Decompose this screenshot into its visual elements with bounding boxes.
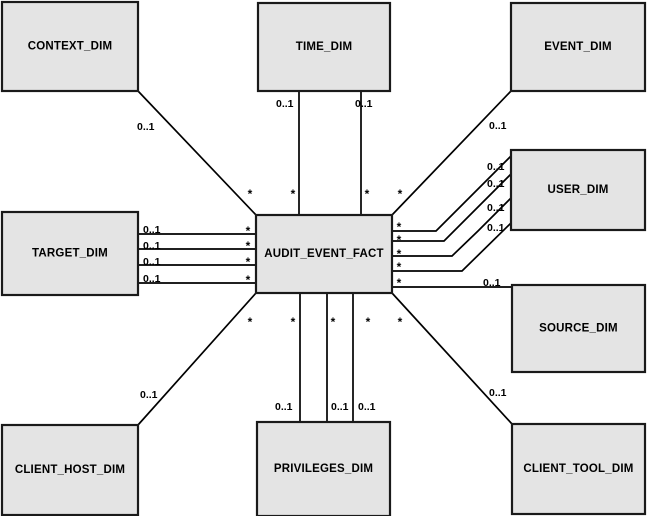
- multiplicity-m-target2-star: *: [246, 239, 251, 253]
- entity-label-client_tool_dim: CLIENT_TOOL_DIM: [523, 463, 633, 475]
- entity-box-event_dim[interactable]: [509, 1, 647, 93]
- multiplicity-m-priv3-star: *: [366, 315, 371, 329]
- multiplicity-m-target2-0: 0..1: [143, 240, 161, 252]
- multiplicity-m-priv3-0: 0..1: [358, 401, 376, 413]
- entity-label-client_host_dim: CLIENT_HOST_DIM: [15, 464, 125, 476]
- entity-client_host_dim[interactable]: CLIENT_HOST_DIM: [0, 423, 140, 516]
- relationship-user_dim-to-audit_event_fact[interactable]: [391, 221, 513, 272]
- entity-box-audit_event_fact[interactable]: [254, 213, 394, 295]
- relationship-user_dim-to-audit_event_fact[interactable]: [391, 172, 513, 242]
- multiplicity-m-target3-star: *: [246, 255, 251, 269]
- entity-source_dim[interactable]: SOURCE_DIM: [510, 283, 647, 374]
- multiplicity-m-time1-0: 0..1: [276, 98, 294, 110]
- multiplicity-m-user4-0: 0..1: [487, 222, 505, 234]
- entity-label-target_dim: TARGET_DIM: [32, 248, 108, 260]
- multiplicity-m-priv2-0: 0..1: [331, 401, 349, 413]
- multiplicity-m-time2-star: *: [365, 187, 370, 201]
- multiplicity-m-user2-0: 0..1: [487, 178, 505, 190]
- entity-label-privileges_dim: PRIVILEGES_DIM: [274, 463, 373, 475]
- relationship-user_dim-to-audit_event_fact[interactable]: [391, 196, 513, 257]
- entity-box-client_tool_dim[interactable]: [510, 422, 647, 516]
- multiplicity-m-context-0: 0..1: [137, 121, 155, 133]
- multiplicity-m-user3-star: *: [397, 247, 402, 261]
- multiplicity-m-event-star: *: [398, 187, 403, 201]
- relationship-event_dim-to-audit_event_fact[interactable]: [390, 89, 513, 217]
- multiplicity-m-context-star: *: [248, 187, 253, 201]
- entity-label-audit_event_fact: AUDIT_EVENT_FACT: [264, 248, 384, 260]
- entity-label-event_dim: EVENT_DIM: [544, 41, 612, 53]
- entity-label-time_dim: TIME_DIM: [296, 41, 353, 53]
- multiplicity-m-target1-star: *: [246, 224, 251, 238]
- entity-box-context_dim[interactable]: [0, 0, 140, 93]
- entity-user_dim[interactable]: USER_DIM: [509, 148, 647, 232]
- multiplicity-m-chost-0: 0..1: [140, 389, 158, 401]
- multiplicity-m-user1-0: 0..1: [487, 161, 505, 173]
- entity-target_dim[interactable]: TARGET_DIM: [0, 210, 140, 297]
- relationship-client_host_dim-to-audit_event_fact[interactable]: [136, 291, 258, 427]
- entity-client_tool_dim[interactable]: CLIENT_TOOL_DIM: [510, 422, 647, 516]
- entity-privileges_dim[interactable]: PRIVILEGES_DIM: [255, 420, 392, 516]
- multiplicity-layer: 0..1 * 0..1 * 0..1 * 0..1 * 0..1 * 0..1 * 0..1 * 0..1 *…: [137, 98, 507, 413]
- multiplicity-m-user2-star: *: [397, 233, 402, 247]
- multiplicity-m-user3-0: 0..1: [487, 202, 505, 214]
- entity-event_dim[interactable]: EVENT_DIM: [509, 1, 647, 93]
- entity-box-target_dim[interactable]: [0, 210, 140, 297]
- relationship-client_tool_dim-to-audit_event_fact[interactable]: [390, 291, 514, 426]
- relationship-context_dim-to-audit_event_fact[interactable]: [136, 89, 258, 217]
- entity-label-user_dim: USER_DIM: [547, 184, 608, 196]
- multiplicity-m-user1-star: *: [397, 220, 402, 234]
- multiplicity-m-target4-star: *: [246, 273, 251, 287]
- multiplicity-m-target3-0: 0..1: [143, 256, 161, 268]
- entity-box-time_dim[interactable]: [256, 1, 392, 93]
- multiplicity-m-source-0: 0..1: [483, 277, 501, 289]
- multiplicity-m-priv1-0: 0..1: [275, 401, 293, 413]
- multiplicity-m-chost-star: *: [248, 315, 253, 329]
- entity-box-source_dim[interactable]: [510, 283, 647, 374]
- entity-context_dim[interactable]: CONTEXT_DIM: [0, 0, 140, 93]
- multiplicity-m-user4-star: *: [397, 260, 402, 274]
- multiplicity-m-ctool-0: 0..1: [489, 387, 507, 399]
- multiplicity-m-event-0: 0..1: [489, 120, 507, 132]
- multiplicity-m-time1-star: *: [291, 187, 296, 201]
- multiplicity-m-priv1-star: *: [291, 315, 296, 329]
- relationship-layer: [136, 89, 514, 427]
- multiplicity-m-target1-0: 0..1: [143, 224, 161, 236]
- entity-box-client_host_dim[interactable]: [0, 423, 140, 516]
- entity-label-context_dim: CONTEXT_DIM: [28, 41, 113, 53]
- entity-box-privileges_dim[interactable]: [255, 420, 392, 516]
- multiplicity-m-ctool-star: *: [398, 315, 403, 329]
- entity-time_dim[interactable]: TIME_DIM: [256, 1, 392, 93]
- relationship-user_dim-to-audit_event_fact[interactable]: [391, 154, 513, 232]
- entity-box-user_dim[interactable]: [509, 148, 647, 232]
- multiplicity-m-source-star: *: [397, 276, 402, 290]
- entity-label-source_dim: SOURCE_DIM: [539, 323, 618, 335]
- multiplicity-m-target4-0: 0..1: [143, 273, 161, 285]
- multiplicity-m-priv2-star: *: [331, 315, 336, 329]
- multiplicity-m-time2-0: 0..1: [355, 98, 373, 110]
- entity-audit_event_fact[interactable]: AUDIT_EVENT_FACT: [254, 213, 394, 295]
